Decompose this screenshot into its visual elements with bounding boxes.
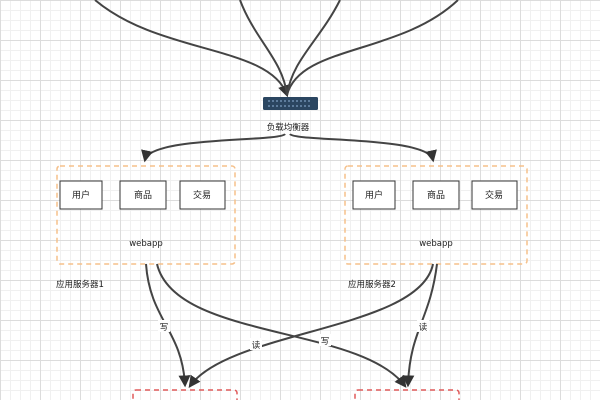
load-balancer-label: 负载均衡器 (267, 122, 310, 133)
server-label: 应用服务器2 (348, 279, 396, 290)
module-box-user (352, 180, 396, 210)
module-label: 用户 (365, 189, 383, 201)
incoming-edge (286, 0, 341, 96)
edge-label-write: 写 (160, 323, 169, 333)
server-box (344, 165, 528, 265)
incoming-edge (239, 0, 288, 96)
module-label: 交易 (193, 189, 211, 201)
incoming-edge (94, 0, 290, 98)
edge-labels: 写 读 写 读 (158, 320, 429, 351)
edge-label-read: 读 (252, 340, 261, 351)
server1-read-edge (156, 263, 407, 388)
server2-write-edge (188, 263, 434, 388)
module-label: 用户 (72, 189, 90, 201)
module-box-product (119, 180, 167, 210)
database-box-master (132, 389, 238, 400)
incoming-edge (286, 0, 459, 96)
webapp-label: webapp (129, 239, 163, 249)
server-box (56, 165, 236, 265)
edge-label-read: 读 (419, 322, 428, 333)
module-box-trade (471, 180, 518, 210)
edge-label-write: 写 (321, 337, 330, 347)
server-label: 应用服务器1 (56, 279, 104, 290)
module-box-user (59, 180, 103, 210)
app-server-2: 用户 商品 交易 webapp 应用服务器2 (344, 165, 528, 290)
incoming-connections (94, 0, 459, 98)
module-box-trade (179, 180, 226, 210)
lb-to-server2-edge (289, 133, 437, 163)
webapp-label: webapp (419, 239, 453, 249)
lb-to-server1-edge (141, 133, 286, 163)
switch-icon (263, 97, 318, 110)
database-box-slave (354, 389, 460, 400)
module-label: 商品 (427, 189, 445, 201)
app-server-1: 用户 商品 交易 webapp 应用服务器1 (56, 165, 236, 290)
load-balancer: 负载均衡器 (263, 97, 318, 133)
module-label: 商品 (134, 189, 152, 201)
module-box-product (412, 180, 460, 210)
module-label: 交易 (485, 189, 503, 201)
